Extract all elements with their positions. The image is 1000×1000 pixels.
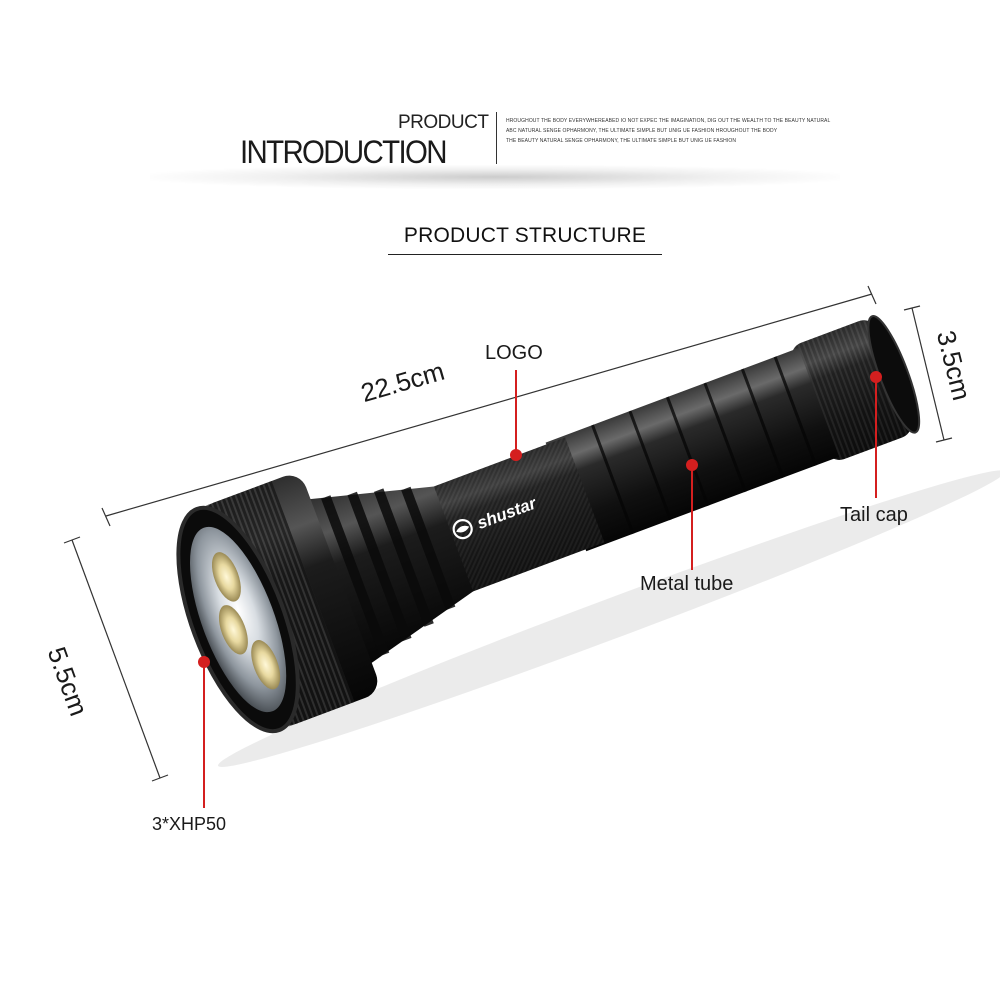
length-dimension	[101, 285, 877, 527]
intro-divider	[496, 112, 497, 164]
intro-fine-print: HROUGHOUT THE BODY EVERYWHEREABED IO NOT…	[506, 116, 836, 146]
intro-introduction-word: INTRODUCTION	[240, 134, 447, 170]
intro-banner: PRODUCT INTRODUCTION HROUGHOUT THE BODY …	[0, 0, 1000, 200]
metal-tube-marker	[686, 459, 698, 471]
metal-tube-callout-label: Metal tube	[640, 573, 734, 595]
flashlight: shustar	[176, 315, 1000, 767]
tube-grooves	[591, 356, 818, 535]
intro-product-word: PRODUCT	[398, 112, 489, 133]
logo-marker	[510, 449, 522, 461]
logo-callout-label: LOGO	[485, 342, 543, 364]
metal-tube-body	[545, 348, 840, 552]
led-array	[211, 552, 281, 690]
led-chip	[211, 552, 241, 602]
brand-logo-swirl	[456, 525, 470, 533]
fine-print-line: HROUGHOUT THE BODY EVERYWHEREABED IO NOT…	[506, 118, 831, 124]
tail-diameter-dimension	[903, 305, 953, 443]
brand-logo-icon	[452, 519, 473, 540]
head-diameter-dimension	[63, 536, 169, 782]
tail-cap-marker	[870, 371, 882, 383]
led-chip	[218, 605, 248, 655]
led-callout-label: 3*XHP50	[152, 814, 227, 834]
banner-shadow	[150, 165, 840, 189]
callout-markers	[198, 370, 882, 808]
section-title: PRODUCT STRUCTURE	[403, 224, 647, 247]
tail-cap-callout-label: Tail cap	[840, 504, 908, 526]
cooling-fins	[321, 486, 456, 657]
fine-print-line: ABC NATURAL SENGE OPHARMONY, THE ULTIMAT…	[506, 128, 778, 134]
fine-print-line: THE BEAUTY NATURAL SENGE OPHARMONY, THE …	[506, 138, 737, 144]
section-title-underline	[388, 254, 662, 255]
led-marker	[198, 656, 210, 668]
led-chip	[251, 639, 281, 690]
